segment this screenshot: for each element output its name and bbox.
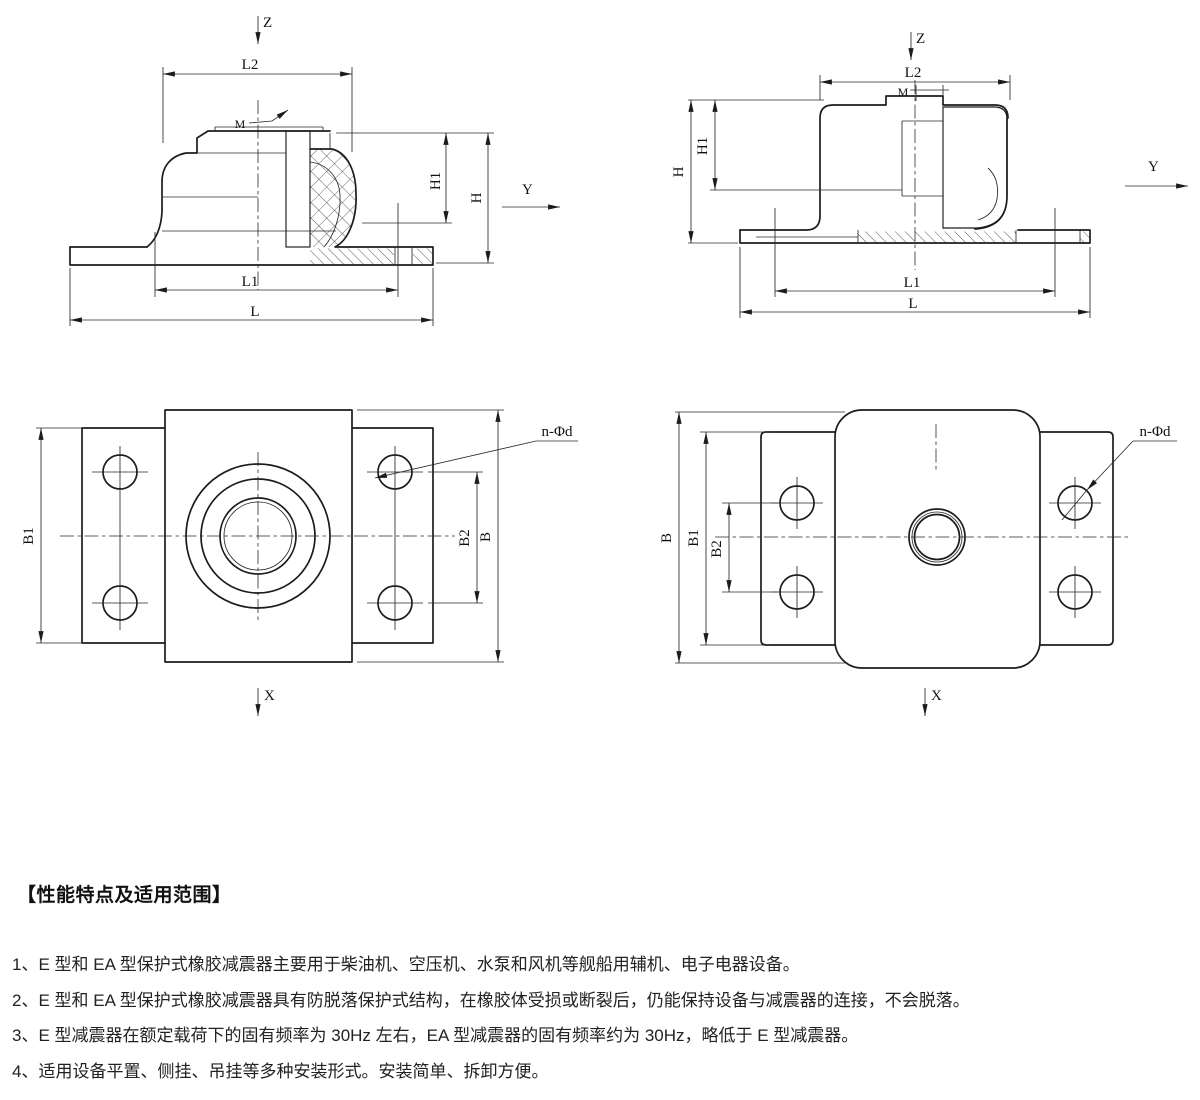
notes-section: 【性能特点及适用范围】 1、E 型和 EA 型保护式橡胶减震器主要用于柴油机、空… <box>0 858 1200 1089</box>
z-axis-label: Z <box>916 31 925 47</box>
x-axis-label: X <box>264 688 275 704</box>
dim-h1: H1 <box>695 137 711 155</box>
note-item: 4、适用设备平置、侧挂、吊挂等多种安装形式。安装简单、拆卸方便。 <box>12 1061 549 1081</box>
dim-h: H <box>469 192 485 203</box>
hole-callout: n-Φd <box>542 424 573 440</box>
plan-view-ea-type: B B1 B2 n-Φd X <box>659 409 1177 716</box>
section-core-hatch <box>285 130 311 248</box>
z-axis-label: Z <box>263 15 272 31</box>
rubber-section-hatch <box>310 149 357 247</box>
dim-b1: B1 <box>21 527 37 545</box>
note-item: 3、E 型减震器在额定载荷下的固有频率为 30Hz 左右，EA 型减震器的固有频… <box>12 1026 859 1045</box>
dim-l: L <box>908 296 917 312</box>
y-axis-label: Y <box>522 182 533 198</box>
dim-b1: B1 <box>686 529 702 547</box>
dim-b2: B2 <box>709 540 725 558</box>
technical-drawings: Z L2 M H1 H <box>21 15 1188 716</box>
side-view-ea-type: Z L2 M H H1 Y <box>671 31 1188 318</box>
dim-l1: L1 <box>242 274 259 290</box>
dim-l2: L2 <box>242 57 259 73</box>
dim-l1: L1 <box>904 275 921 291</box>
dim-b: B <box>659 533 675 543</box>
dim-m: M <box>235 117 246 131</box>
dim-l: L <box>250 304 259 320</box>
dim-h1: H1 <box>428 172 444 190</box>
dim-l2: L2 <box>905 65 922 81</box>
note-item: 1、E 型和 EA 型保护式橡胶减震器主要用于柴油机、空压机、水泵和风机等舰船用… <box>12 955 800 974</box>
dim-b2: B2 <box>457 529 473 547</box>
plan-view-e-type: B1 B2 B n-Φd X <box>21 409 578 716</box>
dim-h: H <box>671 166 687 177</box>
hole-callout: n-Φd <box>1140 424 1171 440</box>
side-view-e-type: Z L2 M H1 H <box>69 15 560 326</box>
dim-b: B <box>478 532 494 542</box>
y-axis-label: Y <box>1148 159 1159 175</box>
notes-list: 1、E 型和 EA 型保护式橡胶减震器主要用于柴油机、空压机、水泵和风机等舰船用… <box>12 947 1188 1089</box>
dim-m: M <box>898 85 909 99</box>
notes-heading: 【性能特点及适用范围】 <box>17 885 232 906</box>
note-item: 2、E 型和 EA 型保护式橡胶减震器具有防脱落保护式结构，在橡胶体受损或断裂后… <box>12 990 970 1010</box>
x-axis-label: X <box>931 688 942 704</box>
rubber-section-hatch <box>942 106 1008 229</box>
